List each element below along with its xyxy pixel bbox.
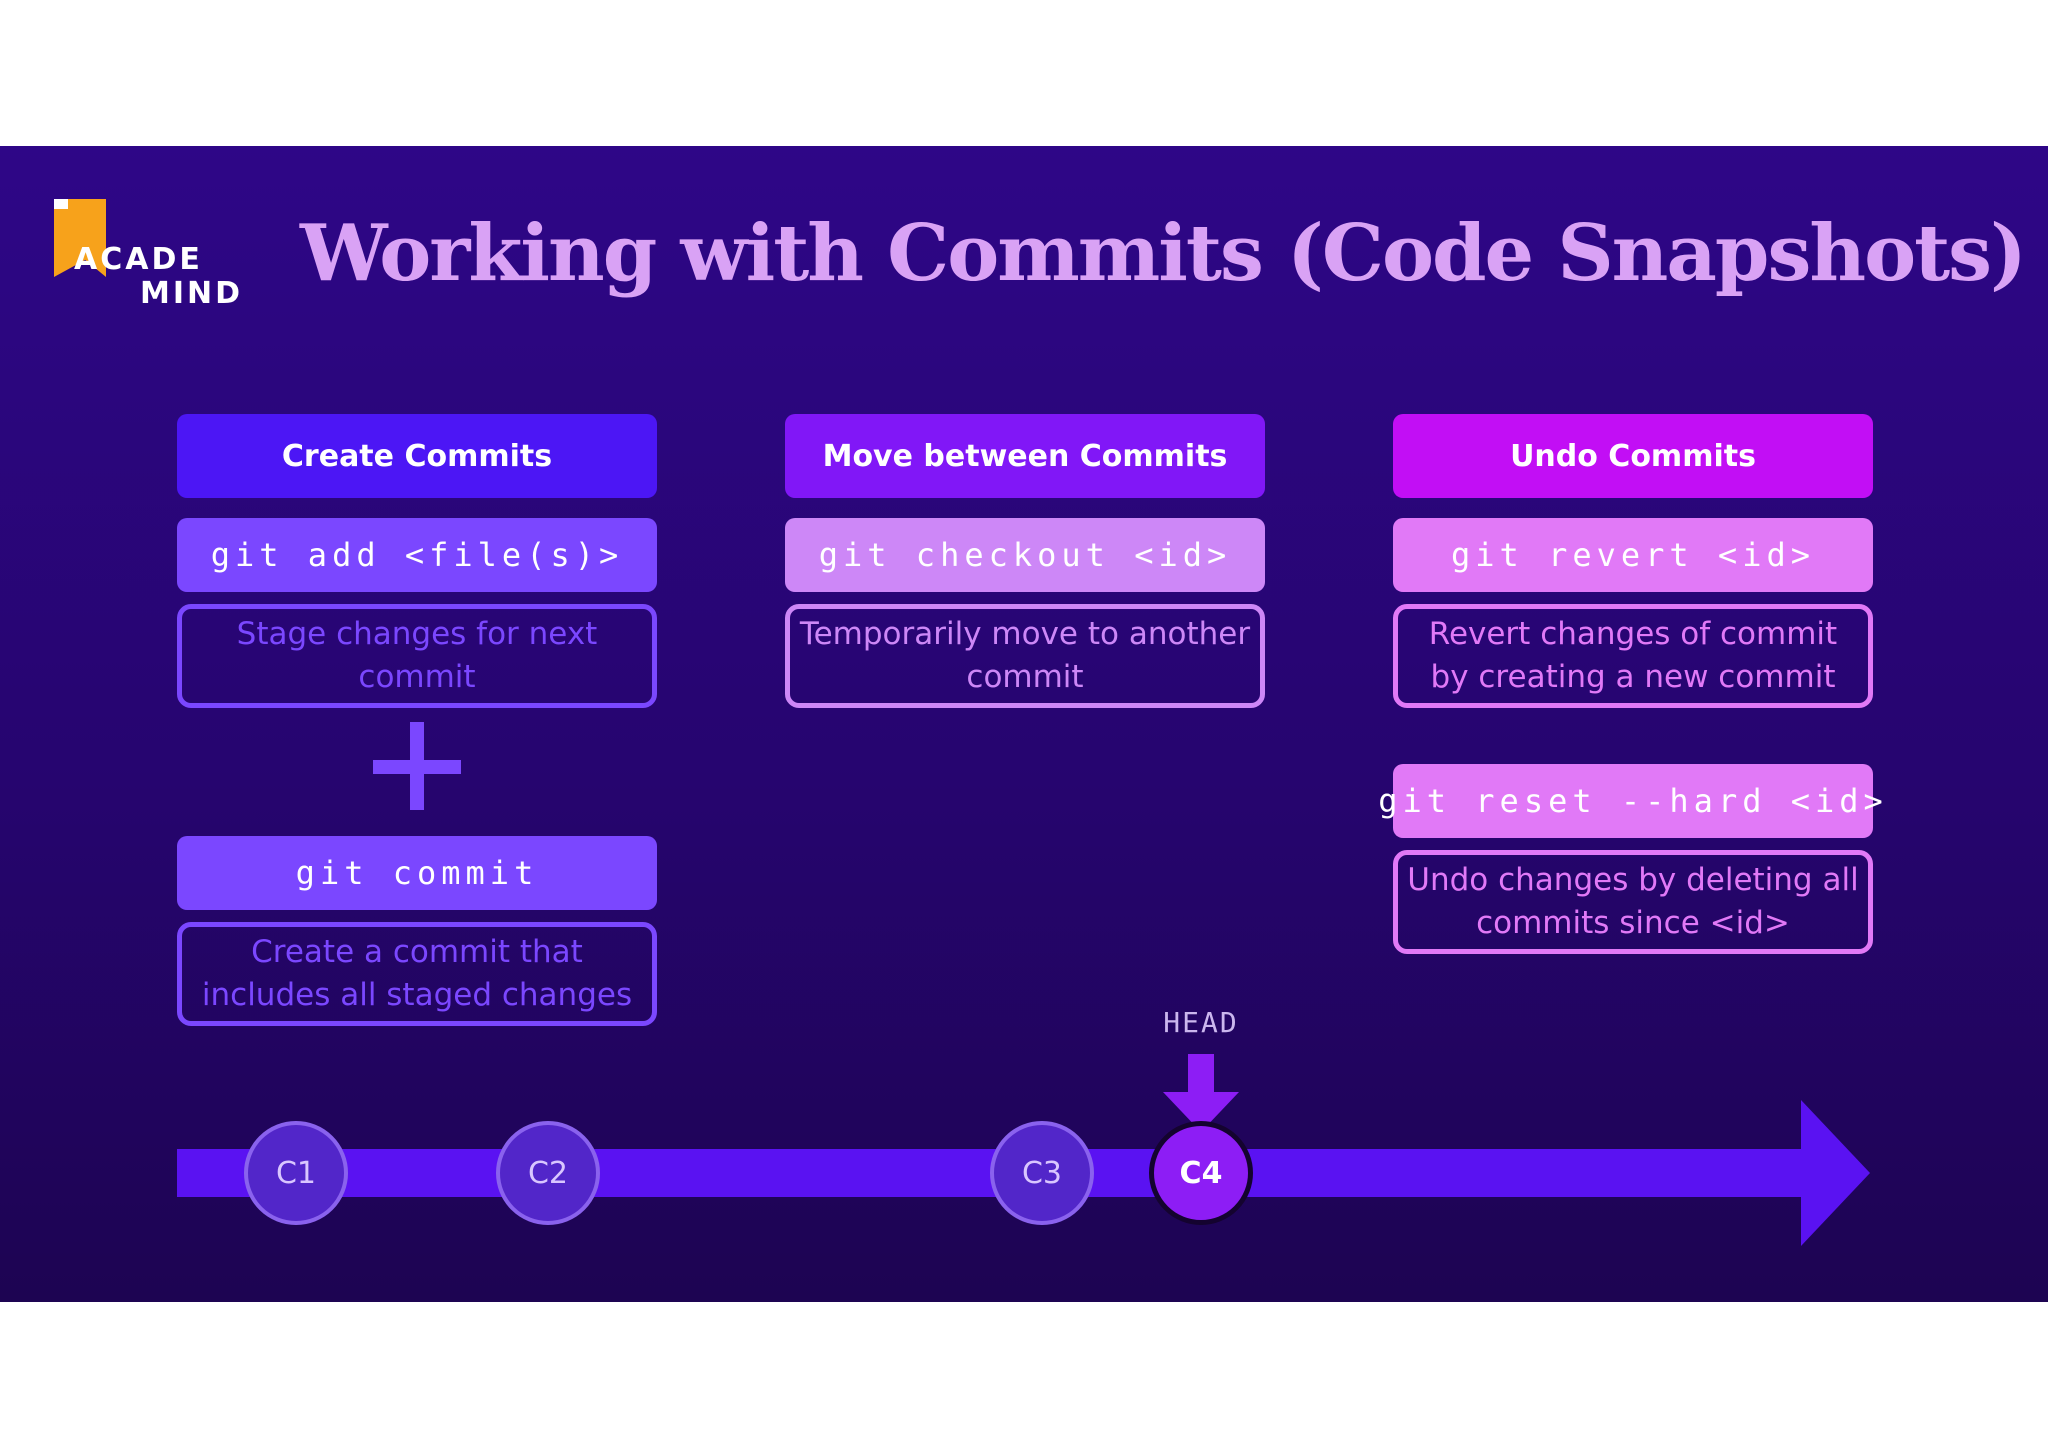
git-add-command: git add <file(s)> bbox=[177, 518, 657, 592]
git-add-description: Stage changes for next commit bbox=[177, 604, 657, 708]
commit-node-c3: C3 bbox=[990, 1121, 1094, 1225]
git-commit-command: git commit bbox=[177, 836, 657, 910]
plus-icon bbox=[177, 712, 657, 816]
git-revert-description: Revert changes of commit by creating a n… bbox=[1393, 604, 1873, 708]
undo-commits-column: Undo Commits git revert <id> Revert chan… bbox=[1378, 414, 1883, 954]
git-checkout-description: Temporarily move to another commit bbox=[785, 604, 1265, 708]
slide: ACADE MIND Working with Commits (Code Sn… bbox=[0, 146, 2048, 1302]
commit-node-c1: C1 bbox=[244, 1121, 348, 1225]
head-arrow-down-icon bbox=[1163, 1092, 1239, 1132]
timeline-arrowhead-icon bbox=[1801, 1100, 1870, 1246]
head-arrow-shaft bbox=[1188, 1054, 1214, 1094]
move-commits-header: Move between Commits bbox=[785, 414, 1265, 498]
slide-title: Working with Commits (Code Snapshots) bbox=[300, 208, 2027, 299]
git-reset-description: Undo changes by deleting all commits sin… bbox=[1393, 850, 1873, 954]
commit-timeline: HEAD C1 C2 C3 C4 bbox=[0, 146, 2048, 1302]
git-commit-description: Create a commit that includes all staged… bbox=[177, 922, 657, 1026]
create-commits-column: Create Commits git add <file(s)> Stage c… bbox=[177, 414, 657, 1026]
move-commits-column: Move between Commits git checkout <id> T… bbox=[785, 414, 1265, 708]
undo-commits-header: Undo Commits bbox=[1393, 414, 1873, 498]
logo-text-line1: ACADE bbox=[74, 242, 203, 277]
academind-logo: ACADE MIND bbox=[50, 199, 250, 319]
head-label: HEAD bbox=[1163, 1006, 1239, 1039]
commit-node-c4-head: C4 bbox=[1149, 1121, 1253, 1225]
git-checkout-command: git checkout <id> bbox=[785, 518, 1265, 592]
logo-text-line2: MIND bbox=[140, 276, 244, 311]
create-commits-header: Create Commits bbox=[177, 414, 657, 498]
commit-node-c2: C2 bbox=[496, 1121, 600, 1225]
git-reset-command: git reset --hard <id> bbox=[1378, 764, 1883, 838]
git-revert-command: git revert <id> bbox=[1393, 518, 1873, 592]
